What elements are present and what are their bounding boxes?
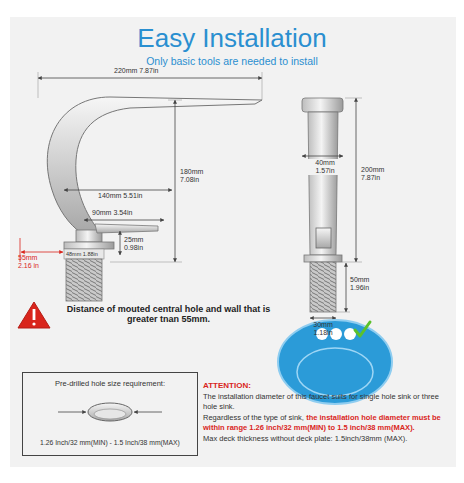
- dimension-label: 200mm 7.87in: [361, 166, 393, 182]
- dimension-label: 25mm 0.98in: [124, 236, 154, 252]
- dimension-label: 140mm 5.51in: [98, 192, 142, 200]
- subtitle: Only basic tools are needed to install: [0, 55, 464, 67]
- attention-heading: ATTENTION:: [203, 381, 453, 392]
- dimension-label: 220mm 7.87in: [112, 67, 160, 75]
- dimension-label: 40mm 1.57in: [305, 159, 345, 175]
- title: Easy Installation: [0, 24, 464, 54]
- dimension-label: 30mm 1.18in: [305, 321, 341, 337]
- dimension-label: 90mm 3.54in: [92, 209, 132, 217]
- dimension-label: 180mm 7.08in: [180, 168, 212, 184]
- dimension-label: 48mm 1.88in: [66, 251, 98, 257]
- box-heading: Pre-drilled hole size requirement:: [55, 380, 165, 389]
- dimension-label: 50mm 1.96in: [350, 276, 382, 292]
- requirement-box: Pre-drilled hole size requirement: 1.26 I…: [22, 372, 198, 456]
- attention-paragraph: Regardless of the type of sink,the insta…: [203, 413, 453, 434]
- warning-note: Distance of mouted central hole and wall…: [56, 304, 281, 325]
- box-text: 1.26 Inch/32 mm(MIN) - 1.5 Inch/38 mm(MA…: [40, 439, 180, 447]
- dimension-label: 55mm 2.16 in: [18, 254, 48, 270]
- attention-text: Max deck thickness without deck plate: 1…: [203, 434, 453, 445]
- attention-text: Regardless of the type of sink,: [203, 413, 304, 422]
- attention-note: ATTENTION:The installation diameter of t…: [203, 381, 453, 444]
- attention-text: The installation diameter of this faucet…: [203, 392, 453, 413]
